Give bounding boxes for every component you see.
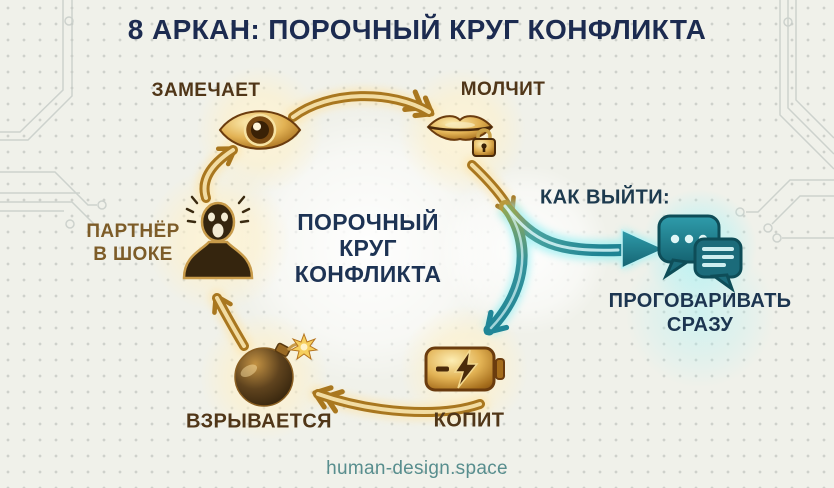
solution-line2: СРАЗУ xyxy=(666,314,734,336)
lock-icon xyxy=(472,128,496,157)
bomb-icon xyxy=(234,332,319,407)
center-line1: ПОРОЧНЫЙ xyxy=(297,209,439,236)
solution-line1: ПРОГОВАРИВАТЬ xyxy=(608,290,792,312)
page-title: 8 АРКАН: ПОРОЧНЫЙ КРУГ КОНФЛИКТА xyxy=(127,14,707,45)
circuit-traces-right xyxy=(735,0,834,243)
shocked-person-icon xyxy=(182,195,254,280)
chat-bubbles-icon xyxy=(657,214,743,294)
step-label-notices: ЗАМЕЧАЕТ xyxy=(151,80,261,101)
arrow-exit-right-head xyxy=(621,228,666,270)
center-line2: КРУГ xyxy=(339,235,397,262)
partner-line2: В ШОКЕ xyxy=(93,244,173,265)
site-watermark: human-design.space xyxy=(326,458,508,479)
lips-lock-icon xyxy=(426,115,496,157)
step-label-partner: ПАРТНЁР В ШОКЕ xyxy=(86,220,179,266)
step-label-explodes: ВЗРЫВАЕТСЯ xyxy=(186,410,332,433)
battery-icon xyxy=(424,346,505,392)
center-label: ПОРОЧНЫЙ КРУГ КОНФЛИКТА xyxy=(295,209,441,287)
partner-line1: ПАРТНЁР xyxy=(86,220,180,242)
teal-arrows xyxy=(483,200,666,336)
circuit-traces-left xyxy=(0,0,107,231)
eye-icon xyxy=(218,110,302,150)
step-label-silent: МОЛЧИТ xyxy=(460,79,546,100)
solution-label: ПРОГОВАРИВАТЬ СРАЗУ xyxy=(609,289,792,337)
exit-heading: КАК ВЫЙТИ: xyxy=(539,186,671,209)
center-line3: КОНФЛИКТА xyxy=(294,260,442,287)
step-label-accumulates: КОПИТ xyxy=(433,409,505,432)
